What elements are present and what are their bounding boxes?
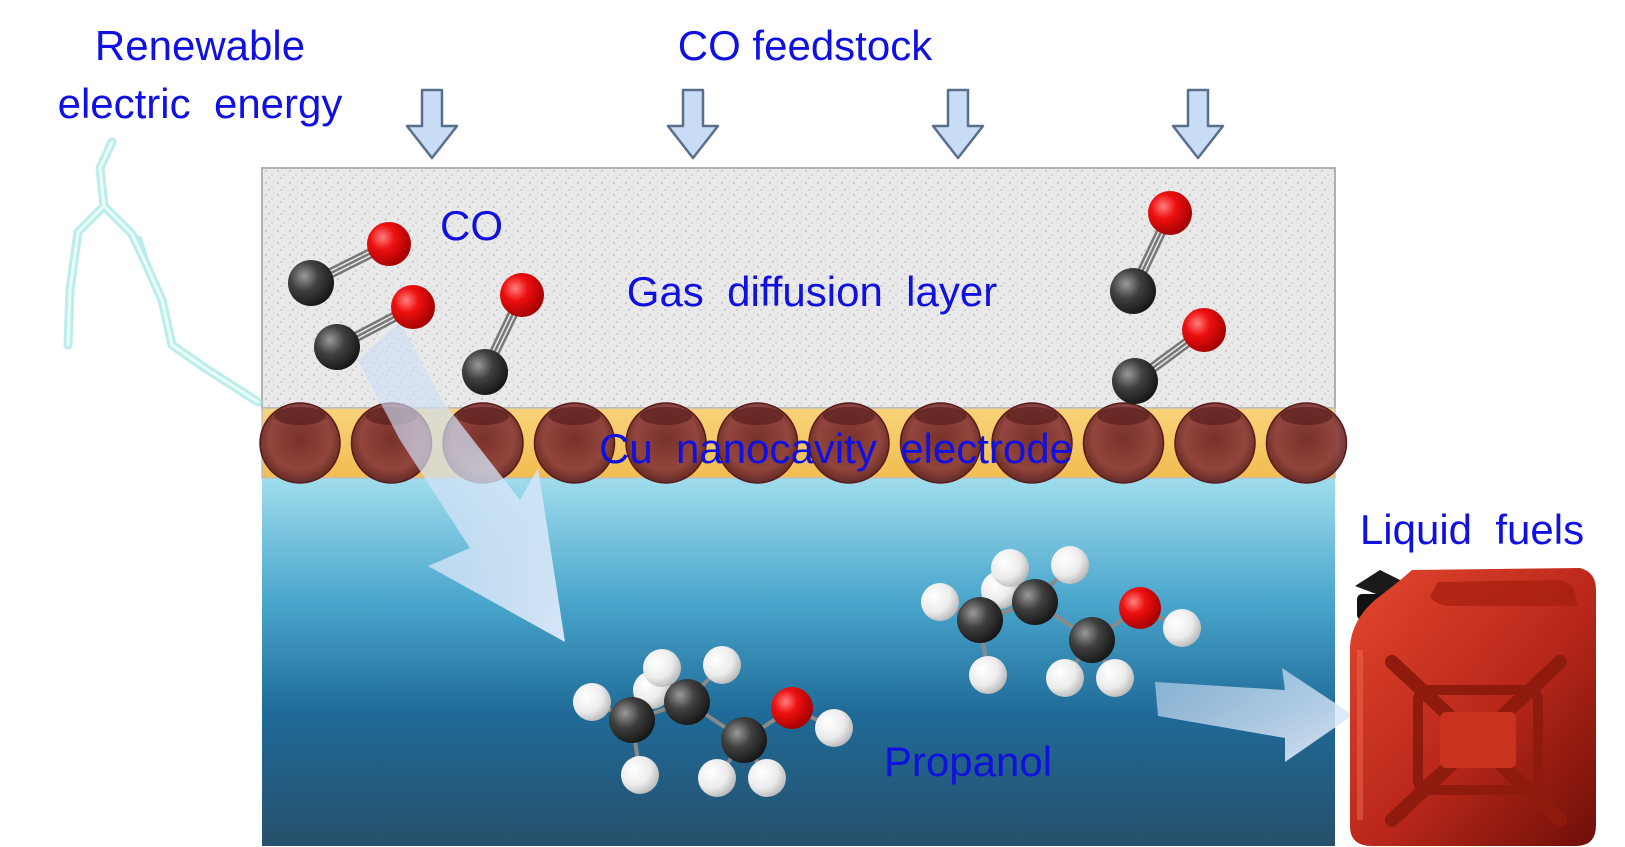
co-feedstock-arrows: [405, 88, 1225, 160]
hydrogen-atom: [703, 646, 741, 684]
feedstock-label: CO feedstock: [678, 22, 933, 69]
cu-nanocavities: [259, 402, 1348, 484]
propanol-molecule: [573, 646, 853, 797]
nanocavity: [1174, 402, 1256, 484]
propanol-molecule: [921, 546, 1201, 697]
hydrogen-atom: [748, 759, 786, 797]
electrolyte-region: [262, 470, 1335, 846]
hydrogen-atom: [969, 656, 1007, 694]
energy-label-line2: electric energy: [58, 80, 343, 127]
carbon-atom: [957, 597, 1003, 643]
lightning-bolt-core: [66, 140, 260, 404]
product-arrow: [1155, 668, 1353, 762]
nanocavity: [1265, 402, 1348, 484]
carbon-atom: [1112, 358, 1158, 404]
hydrogen-atom: [921, 583, 959, 621]
oxygen-atom: [500, 273, 544, 317]
carbon-atom: [1012, 579, 1058, 625]
propanol-label: Propanol: [884, 738, 1052, 785]
energy-label-line1: Renewable: [95, 22, 305, 69]
fuels-label: Liquid fuels: [1360, 506, 1584, 553]
nanocavity: [991, 402, 1073, 484]
co-molecule: [288, 222, 411, 306]
hydrogen-atom: [643, 649, 681, 687]
carbon-atom: [1069, 617, 1115, 663]
hydrogen-atom: [815, 709, 853, 747]
carbon-atom: [288, 260, 334, 306]
co-molecule: [1110, 191, 1192, 314]
carbon-atom: [721, 717, 767, 763]
lightning-bolt-icon: [63, 137, 263, 407]
carbon-atom: [1110, 268, 1156, 314]
down-arrow-icon: [931, 88, 985, 160]
hydrogen-atom: [1051, 546, 1089, 584]
nanocavity: [808, 402, 890, 484]
co-label: CO: [440, 202, 503, 249]
hydrogen-atom: [1046, 659, 1084, 697]
co-molecule: [314, 285, 435, 370]
oxygen-atom: [1119, 587, 1161, 629]
hydrogen-atom: [698, 759, 736, 797]
co-molecule: [462, 273, 544, 395]
co-molecules: [288, 191, 1226, 404]
nanocavity: [716, 402, 799, 484]
oxygen-atom: [367, 222, 411, 266]
hydrogen-atom: [1096, 659, 1134, 697]
gdl-label: Gas diffusion layer: [627, 268, 997, 315]
nanocavity: [899, 402, 982, 484]
hydrogen-atom: [621, 756, 659, 794]
oxygen-atom: [391, 285, 435, 329]
nanocavity: [533, 402, 616, 484]
nanocavity: [625, 402, 707, 484]
carbon-atom: [314, 324, 360, 370]
fuel-can-icon: [1350, 568, 1596, 846]
reaction-flow-arrow: [358, 322, 565, 642]
down-arrow-icon: [405, 88, 459, 160]
propanol-molecules: [573, 546, 1201, 797]
nanocavity: [1082, 402, 1165, 484]
oxygen-atom: [771, 687, 813, 729]
hydrogen-atom: [1163, 609, 1201, 647]
down-arrow-icon: [666, 88, 720, 160]
carbon-atom: [609, 697, 655, 743]
hydrogen-atom: [573, 683, 611, 721]
hydrogen-atom: [991, 549, 1029, 587]
oxygen-atom: [1182, 308, 1226, 352]
oxygen-atom: [1148, 191, 1192, 235]
carbon-atom: [664, 679, 710, 725]
co-molecule: [1112, 308, 1226, 404]
nanocavity: [259, 402, 341, 484]
carbon-atom: [462, 349, 508, 395]
electrode-label: Cu nanocavity electrode: [599, 425, 1073, 472]
down-arrow-icon: [1171, 88, 1225, 160]
